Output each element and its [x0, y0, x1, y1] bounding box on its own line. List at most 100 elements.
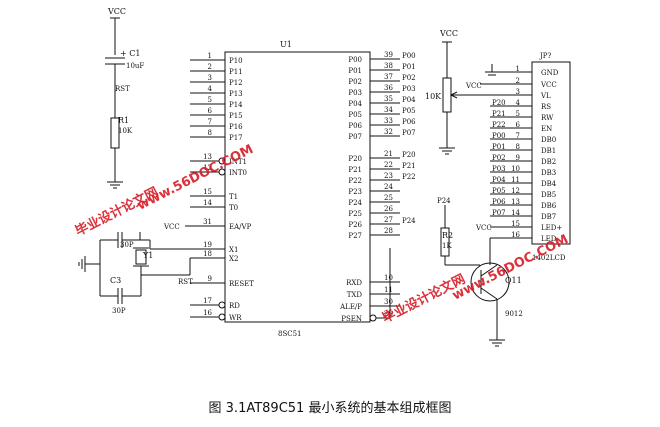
rst-pin9-label: RST	[178, 278, 193, 286]
u1-net-label: P24	[402, 217, 416, 225]
u1-pin-number: 34	[384, 106, 393, 114]
vcc-lcd-label: VCC	[465, 82, 482, 90]
u1-pin-name: P10	[229, 57, 243, 65]
u1-net-label: P04	[402, 96, 416, 104]
u1-net-label: P22	[402, 173, 416, 181]
q1-transistor	[470, 262, 510, 302]
pot-value: 10K	[425, 92, 442, 101]
u1-net-label: P20	[402, 151, 416, 159]
u1-pin-name: P22	[348, 177, 362, 185]
u1-pin-number: 19	[203, 241, 212, 249]
r2-value: 1K	[442, 242, 452, 250]
lcd-pin-number: 8	[516, 143, 520, 151]
u1-net-label: P05	[402, 107, 416, 115]
u1-pin-name: P24	[348, 199, 362, 207]
vcc-label-right: VCC	[439, 29, 458, 38]
lcd-net-label: P20	[492, 99, 506, 107]
lcd-net-label: P01	[492, 143, 506, 151]
u1-pin-number: 23	[384, 172, 393, 180]
u1-pin-number: 15	[203, 188, 212, 196]
u1-pin-name: T1	[229, 193, 238, 201]
u1-pin-name: P13	[229, 90, 243, 98]
u1-pin-number: 17	[203, 297, 212, 305]
lcd-pin-number: 4	[516, 99, 521, 107]
u1-pin-number: 24	[384, 183, 393, 191]
lcd-net-label: P07	[492, 209, 506, 217]
vcc-led-label: VCC	[475, 224, 492, 232]
u1-pin-number: 22	[384, 161, 393, 169]
u1-pin-name: PSEN	[341, 315, 362, 323]
u1-pin-number: 2	[208, 63, 212, 71]
vcc-label-left: VCC	[107, 7, 126, 16]
u1-pin-number: 29	[384, 310, 393, 318]
lcd-net-label: P03	[492, 165, 506, 173]
lcd-net-label: P02	[492, 154, 506, 162]
u1-part: 8SC51	[278, 330, 302, 338]
u1-pin-number: 33	[384, 117, 393, 125]
q1-label: Q11	[505, 276, 522, 285]
u1-pin-name: P23	[348, 188, 362, 196]
u1-pin-name: P14	[229, 101, 243, 109]
u1-pin-name: P11	[229, 68, 243, 76]
p24-label: P24	[437, 197, 451, 205]
lcd-ref: JP?	[539, 52, 552, 60]
u1-pin-name: RXD	[346, 279, 362, 287]
watermark-2: 毕业设计论文网 www.56DOC.COM	[380, 232, 571, 327]
u1-pin-name: P02	[348, 78, 362, 86]
lcd-part: 1402LCD	[532, 254, 566, 262]
u1-pin-number: 37	[384, 73, 393, 81]
u1-pin-name: WR	[229, 314, 242, 322]
u1-pin-name: P25	[348, 210, 362, 218]
u1-pin-number: 4	[208, 85, 213, 93]
lcd-pin-name: GND	[541, 69, 559, 77]
u1-pin-number: 39	[384, 51, 393, 59]
lcd-net-label: P22	[492, 121, 506, 129]
pot-10k	[442, 77, 452, 113]
lcd-pin-number: 16	[511, 231, 520, 239]
c3-value: 30P	[112, 307, 126, 315]
lcd-pin-name: LED-	[541, 235, 560, 243]
r1-value: 10K	[118, 127, 133, 135]
lcd-net-label: P21	[492, 110, 506, 118]
u1-body	[224, 51, 371, 323]
u1-pin-number: 27	[384, 216, 393, 224]
u1-pin-number: 16	[203, 309, 212, 317]
u1-pin-name: TXD	[347, 291, 363, 299]
u1-pin-number: 5	[208, 96, 212, 104]
u1-pin-number: 11	[384, 286, 393, 294]
u1-pin-name: X2	[229, 255, 238, 263]
c1-label: + C1	[120, 49, 140, 58]
lcd-pin-name: LED+	[541, 224, 562, 232]
u1-pin-number: 28	[384, 227, 393, 235]
lcd-pin-name: DB0	[541, 136, 556, 144]
u1-pin-name: P21	[348, 166, 362, 174]
schematic-diagram: 1P102P113P124P135P146P157P168P1713INT112…	[73, 7, 571, 347]
u1-label: U1	[280, 40, 292, 49]
lcd-pin-name: DB6	[541, 202, 557, 210]
lcd-pin-name: DB5	[541, 191, 556, 199]
u1-net-label: P07	[402, 129, 416, 137]
c1-value: 10uF	[126, 62, 144, 70]
u1-pin-number: 10	[384, 274, 393, 282]
svg-text:www.56DOC.COM: www.56DOC.COM	[450, 232, 571, 304]
u1-pin-name: P07	[348, 133, 362, 141]
rst-label-left: RST	[115, 85, 130, 93]
lcd-pin-name: EN	[541, 125, 552, 133]
lcd-pin-number: 15	[511, 220, 520, 228]
c3-label: C3	[110, 276, 121, 285]
svg-text:www.56DOC.COM: www.56DOC.COM	[135, 142, 256, 214]
svg-text:毕业设计论文网: 毕业设计论文网	[73, 184, 161, 240]
u1-net-label: P02	[402, 74, 416, 82]
psen-bubble	[369, 314, 377, 322]
u1-pin-number: 7	[208, 118, 212, 126]
u1-pin-number: 35	[384, 95, 393, 103]
u1-pin-name: P04	[348, 100, 362, 108]
lcd-pin-number: 7	[516, 132, 520, 140]
r2-label: R2	[442, 231, 453, 240]
u1-pin-name: P15	[229, 112, 243, 120]
u1-pin-name: P17	[229, 134, 243, 142]
lcd-pin-number: 13	[511, 198, 520, 206]
u1-net-label: P03	[402, 85, 416, 93]
rd-bubble	[218, 301, 226, 309]
